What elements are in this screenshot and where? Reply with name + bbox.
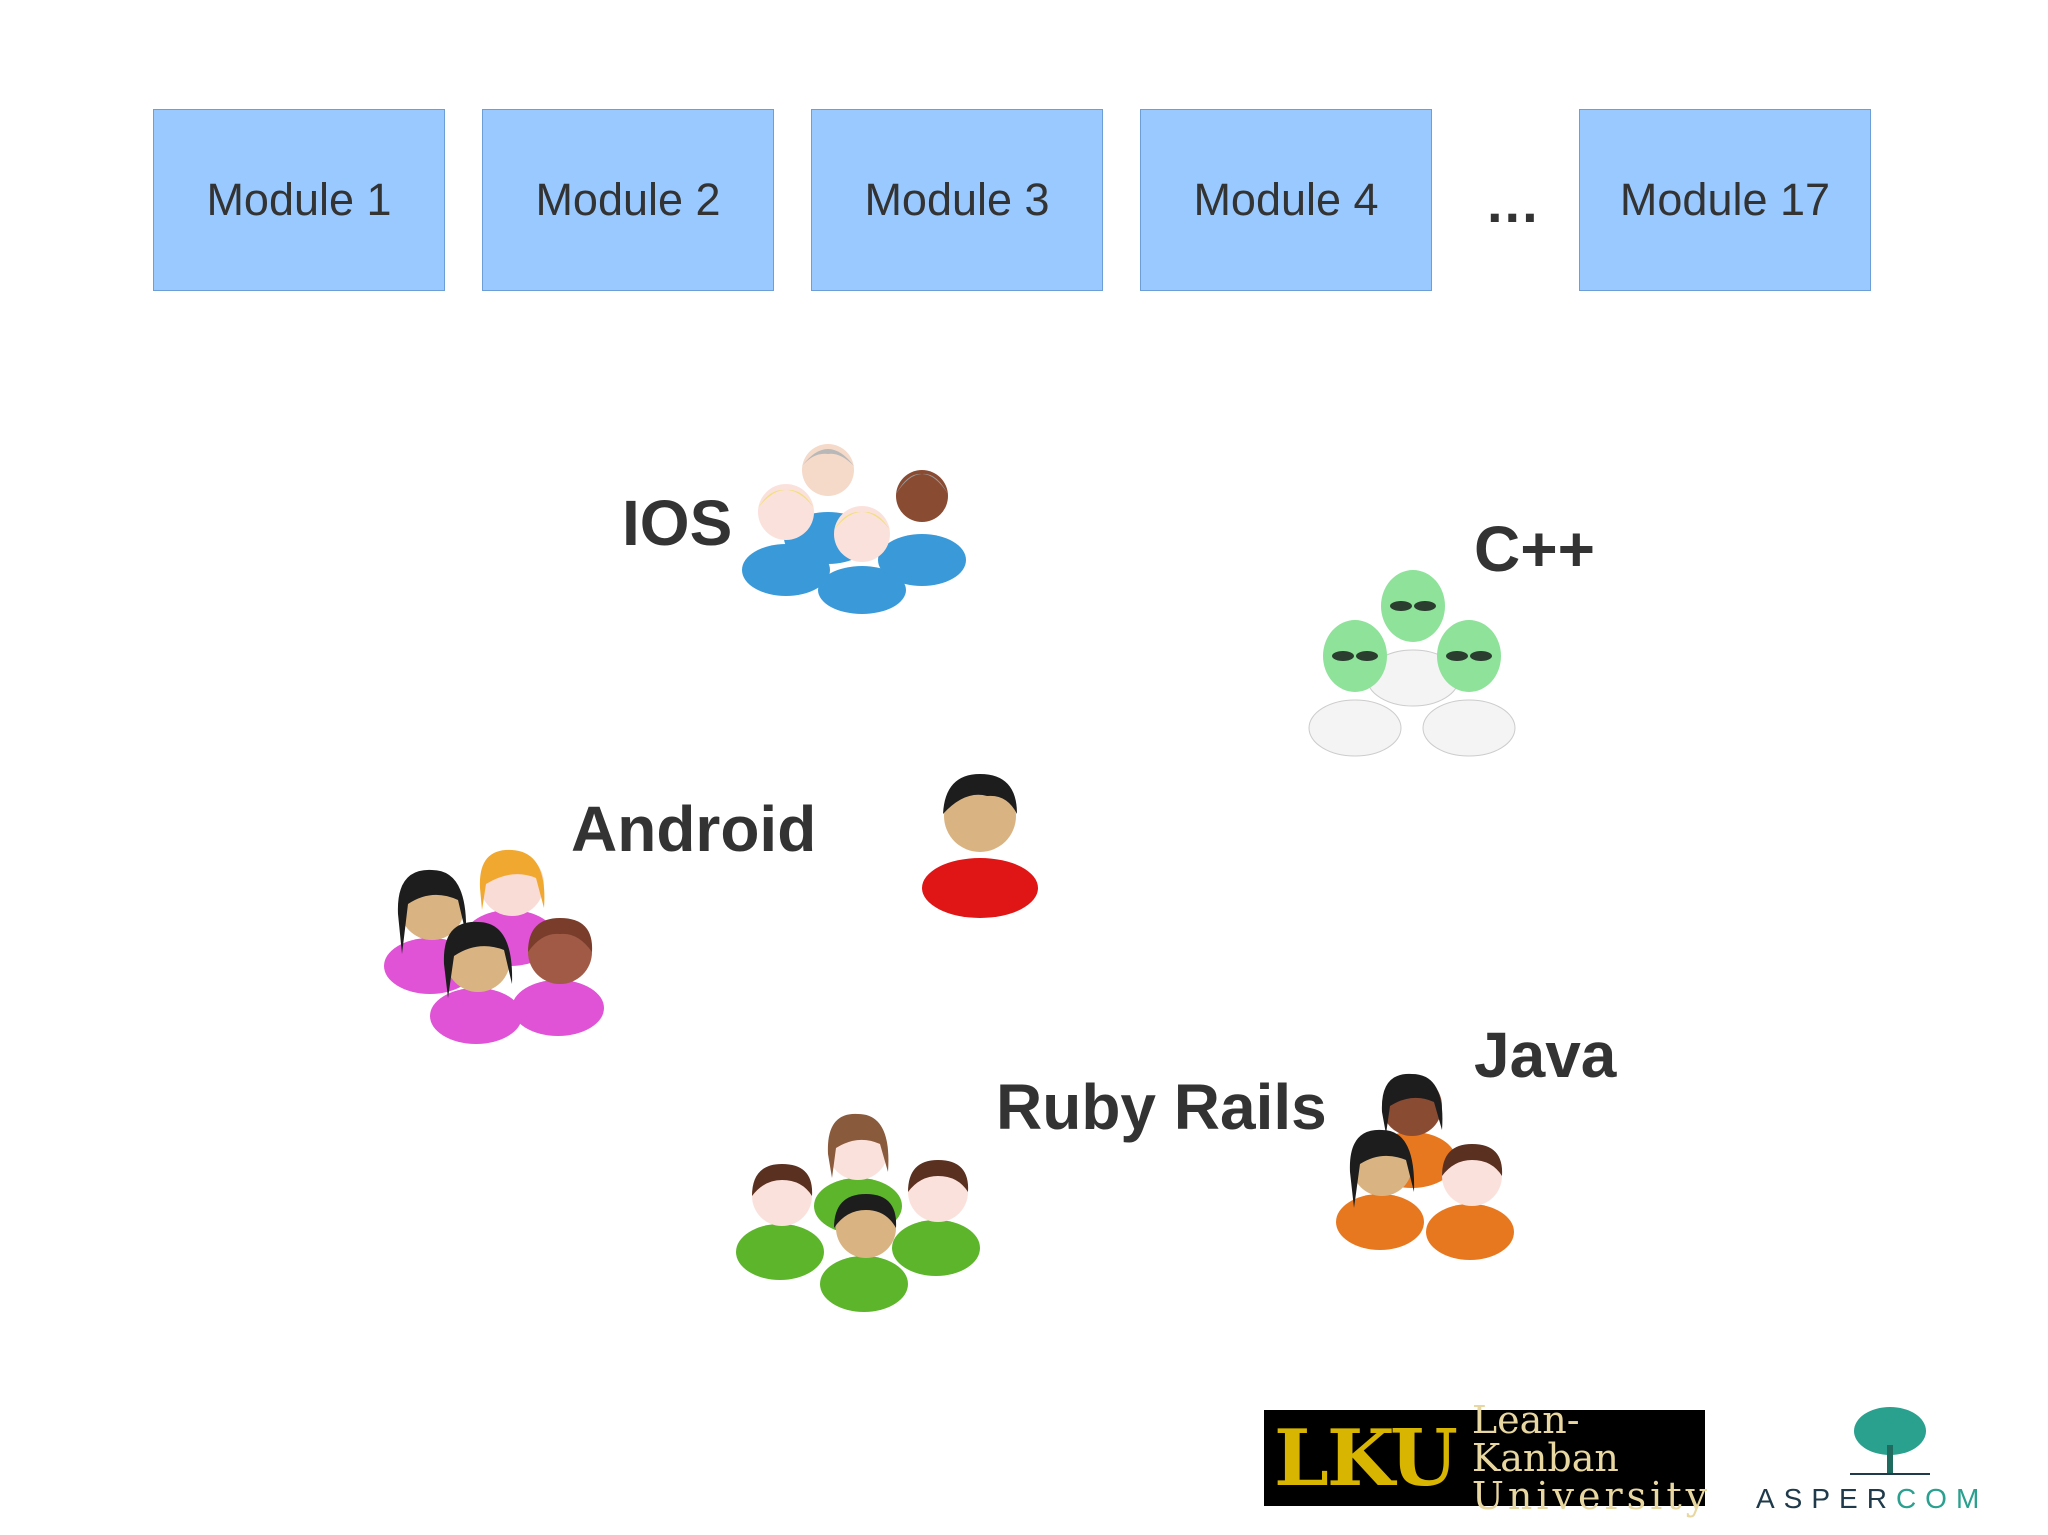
module-label: Module 3 <box>864 174 1050 225</box>
aspercom-logo: ASPERCOM <box>1750 1405 2020 1515</box>
team-label-ios: IOS <box>622 487 733 559</box>
cpp-alien-team-icon <box>1308 570 1516 757</box>
module-17-box: Module 17 <box>1579 109 1871 291</box>
team-label-ruby-rails: Ruby Rails <box>996 1071 1327 1143</box>
tree-icon <box>1850 1407 1930 1475</box>
module-label: Module 1 <box>206 174 392 225</box>
team-label-cpp: C++ <box>1474 513 1595 585</box>
team-label-android: Android <box>571 793 817 865</box>
module-1-box: Module 1 <box>153 109 445 291</box>
lku-wordmark: Lean-Kanban University <box>1472 1401 1711 1515</box>
module-3-box: Module 3 <box>811 109 1103 291</box>
ruby-team-icon <box>736 1113 980 1312</box>
lku-line-2: University <box>1471 1474 1712 1518</box>
ios-team-icon <box>742 444 966 614</box>
lku-line-1: Lean-Kanban <box>1471 1398 1619 1480</box>
aspercom-wordmark: ASPERCOM <box>1756 1483 1989 1514</box>
java-team-icon <box>1336 1073 1514 1260</box>
module-label: Module 17 <box>1619 174 1831 225</box>
module-4-box: Module 4 <box>1140 109 1432 291</box>
lku-letters: LKU <box>1274 1412 1458 1504</box>
ellipsis: ... <box>1487 171 1540 234</box>
module-label: Module 2 <box>535 174 721 225</box>
lone-developer-icon <box>922 774 1038 918</box>
android-team-icon <box>384 849 604 1044</box>
module-label: Module 4 <box>1193 174 1379 225</box>
module-2-box: Module 2 <box>482 109 774 291</box>
team-label-java: Java <box>1474 1019 1617 1091</box>
lean-kanban-university-logo: LKU Lean-Kanban University <box>1264 1401 1707 1515</box>
